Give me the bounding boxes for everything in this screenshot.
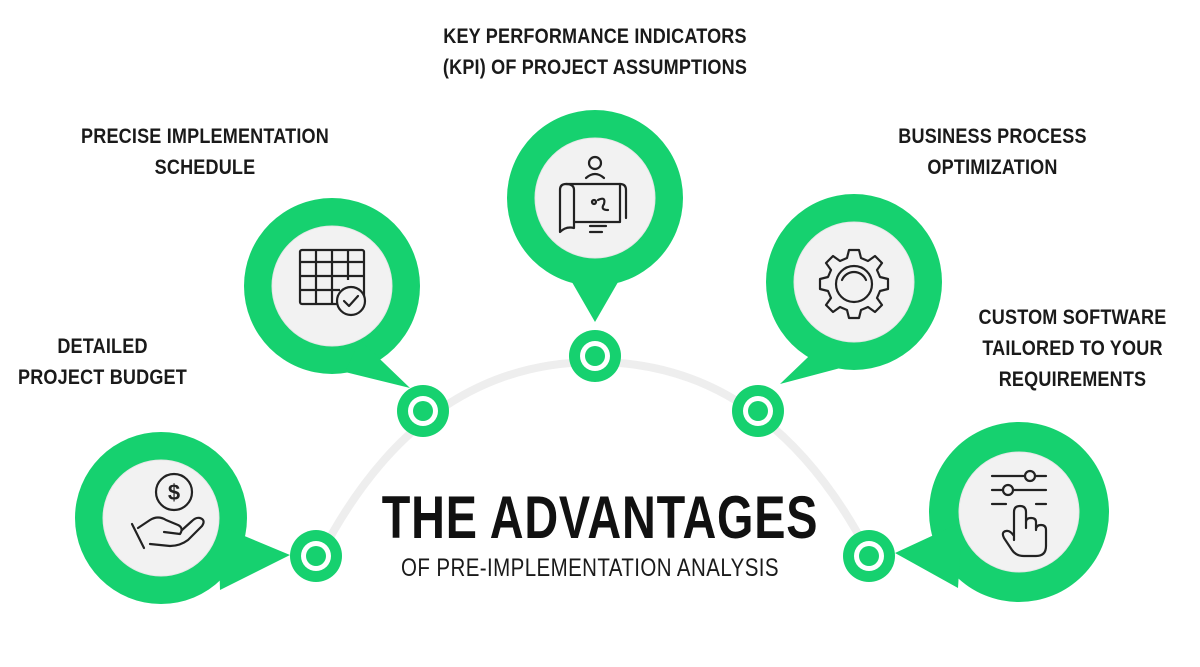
label-line: REQUIREMENTS xyxy=(998,368,1147,391)
label-line: PRECISE IMPLEMENTATION xyxy=(81,125,329,148)
label-custom-software: CUSTOM SOFTWARE TAILORED TO YOUR REQUIRE… xyxy=(963,302,1182,395)
label-process-optimization: BUSINESS PROCESS OPTIMIZATION xyxy=(887,121,1098,183)
label-line: BUSINESS PROCESS xyxy=(898,125,1087,148)
money-hand-icon: $ xyxy=(130,472,205,550)
svg-text:$: $ xyxy=(168,480,180,505)
plan-scroll-icon xyxy=(558,155,628,234)
gear-icon xyxy=(818,248,890,320)
label-line: SCHEDULE xyxy=(154,156,256,179)
label-line: OPTIMIZATION xyxy=(927,156,1058,179)
pin-schedule xyxy=(244,198,449,437)
label-line: TAILORED TO YOUR xyxy=(982,337,1163,360)
label-kpi: KEY PERFORMANCE INDICATORS (KPI) OF PROJ… xyxy=(410,21,780,83)
label-implementation-schedule: PRECISE IMPLEMENTATION SCHEDULE xyxy=(80,121,329,183)
pin-bpo xyxy=(732,194,942,437)
touch-sliders-icon xyxy=(990,469,1048,558)
pin-budget: $ xyxy=(75,432,342,604)
pin-kpi xyxy=(507,110,683,382)
label-project-budget: DETAILED PROJECT BUDGET xyxy=(14,331,190,393)
subtitle: OF PRE-IMPLEMENTATION ANALYSIS xyxy=(401,554,779,582)
label-line: (KPI) OF PROJECT ASSUMPTIONS xyxy=(442,56,748,79)
label-line: PROJECT BUDGET xyxy=(18,366,187,389)
label-line: DETAILED xyxy=(57,335,148,358)
main-title: THE ADVANTAGES xyxy=(381,484,819,551)
calendar-check-icon xyxy=(298,248,367,317)
pin-custom xyxy=(843,422,1109,602)
label-line: CUSTOM SOFTWARE xyxy=(978,306,1167,329)
label-line: KEY PERFORMANCE INDICATORS xyxy=(443,25,747,48)
